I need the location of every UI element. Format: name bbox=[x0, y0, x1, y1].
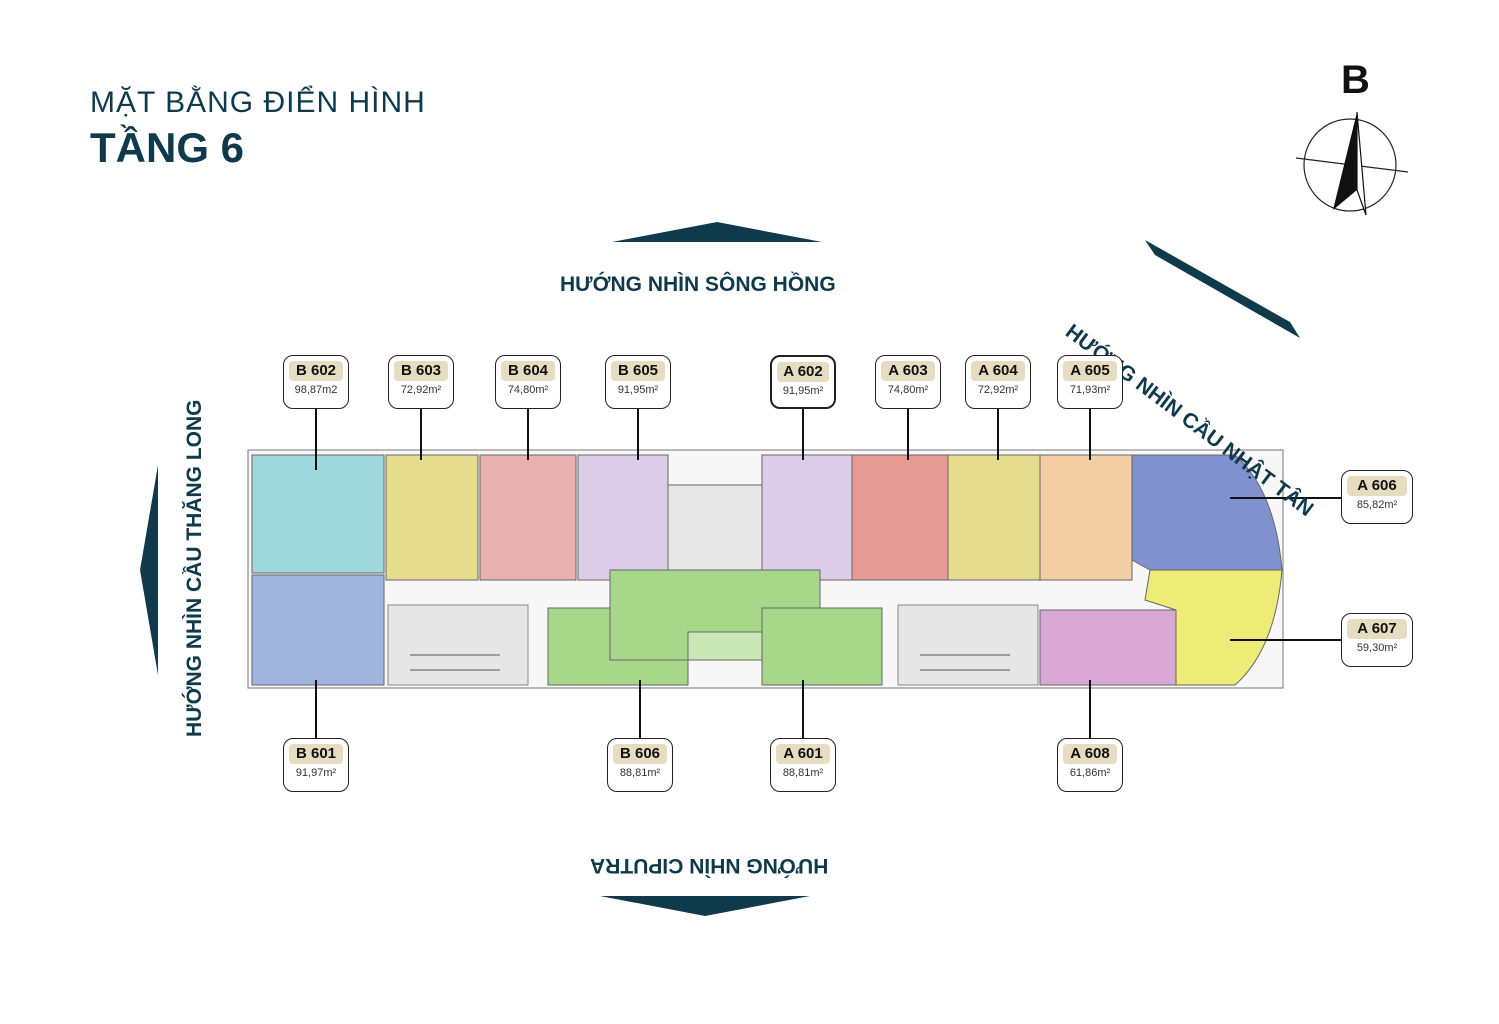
unit-area: 74,80m² bbox=[887, 384, 929, 396]
unit-label-a602[interactable]: A 602 91,95m² bbox=[770, 355, 836, 409]
unit-area: 59,30m² bbox=[1356, 642, 1398, 654]
direction-bottom-label: HƯỚNG NHÌN CIPUTRA bbox=[590, 854, 829, 877]
unit-code: B 602 bbox=[289, 361, 343, 381]
unit-label-b601[interactable]: B 601 91,97m² bbox=[283, 738, 349, 792]
unit-label-b606[interactable]: B 606 88,81m² bbox=[607, 738, 673, 792]
unit-label-b602[interactable]: B 602 98,87m2 bbox=[283, 355, 349, 409]
unit-code: B 603 bbox=[394, 361, 448, 381]
unit-area: 85,82m² bbox=[1356, 499, 1398, 511]
unit-core-center bbox=[687, 631, 763, 661]
unit-code: B 601 bbox=[289, 744, 343, 764]
unit-label-a605[interactable]: A 605 71,93m² bbox=[1057, 355, 1123, 409]
unit-area: 71,93m² bbox=[1069, 384, 1111, 396]
unit-core-top bbox=[667, 484, 763, 571]
unit-area: 91,95m² bbox=[617, 384, 659, 396]
unit-code: A 602 bbox=[777, 362, 829, 382]
unit-area: 88,81m² bbox=[619, 767, 661, 779]
direction-left-label: HƯỚNG NHÌN CẦU THĂNG LONG bbox=[183, 399, 206, 738]
unit-code: A 606 bbox=[1347, 476, 1407, 496]
unit-label-a607[interactable]: A 607 59,30m² bbox=[1341, 613, 1413, 667]
unit-code: B 606 bbox=[613, 744, 667, 764]
unit-b602-plan bbox=[251, 454, 385, 574]
unit-a603-plan bbox=[851, 454, 949, 581]
unit-label-a601[interactable]: A 601 88,81m² bbox=[770, 738, 836, 792]
unit-code: A 605 bbox=[1063, 361, 1117, 381]
arrow-bottom-icon bbox=[600, 896, 810, 916]
unit-b603-plan bbox=[385, 454, 479, 581]
unit-area: 88,81m² bbox=[782, 767, 824, 779]
unit-area: 72,92m² bbox=[400, 384, 442, 396]
unit-label-b603[interactable]: B 603 72,92m² bbox=[388, 355, 454, 409]
arrow-top-icon bbox=[612, 222, 822, 242]
unit-label-b604[interactable]: B 604 74,80m² bbox=[495, 355, 561, 409]
unit-stair-right bbox=[897, 604, 1039, 686]
unit-label-a608[interactable]: A 608 61,86m² bbox=[1057, 738, 1123, 792]
unit-code: A 601 bbox=[776, 744, 830, 764]
unit-code: A 607 bbox=[1347, 619, 1407, 639]
unit-a605-plan bbox=[1039, 454, 1133, 581]
unit-area: 91,95m² bbox=[782, 385, 824, 397]
unit-area: 61,86m² bbox=[1069, 767, 1111, 779]
unit-code: A 608 bbox=[1063, 744, 1117, 764]
unit-code: A 604 bbox=[971, 361, 1025, 381]
direction-top-label: HƯỚNG NHÌN SÔNG HỒNG bbox=[560, 273, 836, 296]
unit-b604-plan bbox=[479, 454, 577, 581]
unit-label-a606[interactable]: A 606 85,82m² bbox=[1341, 470, 1413, 524]
unit-area: 91,97m² bbox=[295, 767, 337, 779]
unit-code: B 604 bbox=[501, 361, 555, 381]
unit-area: 74,80m² bbox=[507, 384, 549, 396]
unit-b601-plan bbox=[251, 574, 385, 686]
unit-label-a603[interactable]: A 603 74,80m² bbox=[875, 355, 941, 409]
unit-a608-plan bbox=[1039, 609, 1177, 686]
unit-label-b605[interactable]: B 605 91,95m² bbox=[605, 355, 671, 409]
arrow-left-icon bbox=[140, 465, 158, 675]
unit-area: 72,92m² bbox=[977, 384, 1019, 396]
unit-a604-plan bbox=[947, 454, 1041, 581]
plan-subtitle: MẶT BẰNG ĐIỂN HÌNH bbox=[90, 86, 426, 119]
north-arrow-icon bbox=[1295, 111, 1409, 216]
unit-a607-plan bbox=[1144, 569, 1283, 686]
arrow-right-icon bbox=[1145, 240, 1300, 338]
compass-letter: B bbox=[1341, 58, 1370, 102]
unit-code: B 605 bbox=[611, 361, 665, 381]
unit-label-a604[interactable]: A 604 72,92m² bbox=[965, 355, 1031, 409]
unit-b605-plan bbox=[577, 454, 669, 581]
unit-a602-plan bbox=[761, 454, 853, 581]
unit-stair-left bbox=[387, 604, 529, 686]
unit-a601-plan bbox=[761, 607, 883, 686]
unit-code: A 603 bbox=[881, 361, 935, 381]
unit-area: 98,87m2 bbox=[294, 384, 338, 396]
plan-title: TẦNG 6 bbox=[90, 124, 245, 171]
